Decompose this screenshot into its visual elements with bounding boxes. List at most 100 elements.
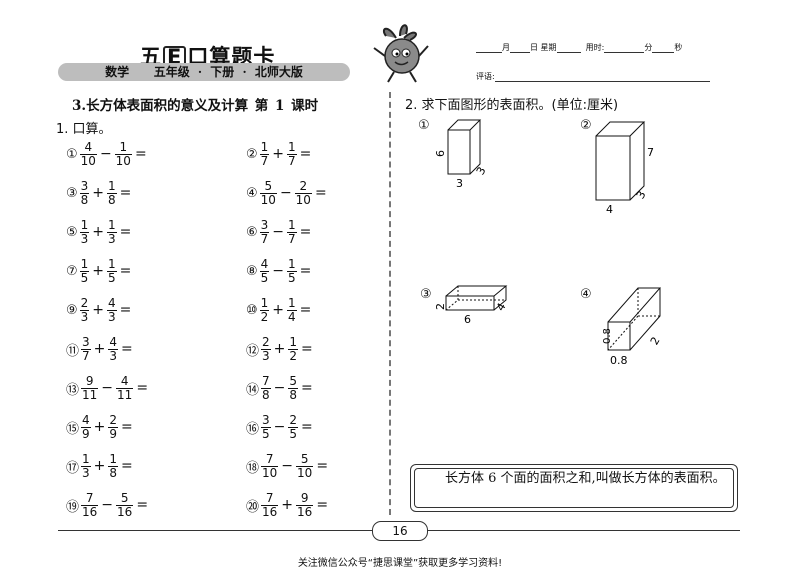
figure1-number: ① [418,118,430,133]
operator: − [281,458,294,474]
note-text: 长方体 6 个面的面积之和,叫做长方体的表面积。 [445,471,726,486]
grade-label: 五年级 [153,65,190,79]
operator: + [93,458,106,474]
problem-number: ⑤ [66,224,78,240]
comment-field[interactable] [494,72,710,82]
figure2-width: 3 [634,189,649,202]
equals-sign: = [136,380,149,396]
definition-note: 长方体 6 个面的面积之和,叫做长方体的表面积。 [410,464,738,512]
equals-sign: = [316,497,329,513]
problem-number: ⑬ [66,382,80,398]
operator: − [273,419,286,435]
subject-label: 数学 [105,65,130,79]
figure1-cuboid: 6 3 3 [436,119,489,190]
problem-number: ⑱ [246,460,260,476]
problem-number: ⑪ [66,343,80,359]
problem-number: ⑨ [66,302,78,318]
equals-sign: = [301,380,313,396]
date-time-fields: 月日 星期 用时:分秒 [476,42,682,53]
figure2-cuboid: 7 4 3 [595,121,654,216]
month-field[interactable] [476,43,502,53]
weekday-field[interactable] [556,43,581,53]
footer-text: 关注微信公众号“捷思课堂”获取更多学习资料! [297,558,503,569]
problem-number: ⑯ [246,421,260,437]
figure3-length: 6 [464,313,471,326]
operator: + [281,497,294,513]
problem-number: ⑧ [246,263,258,279]
equals-sign: = [121,458,133,474]
subject-bar [58,63,350,81]
figure1-height: 6 [436,150,447,157]
equals-sign: = [119,302,132,318]
equals-sign: = [121,419,133,435]
operator: − [279,185,292,201]
operator: + [92,185,105,201]
problem-number: ⑫ [246,343,260,359]
figure4-number: ④ [580,287,592,302]
minute-field[interactable] [604,43,645,53]
problem-number: ⑰ [66,460,80,476]
equals-sign: = [316,458,329,474]
equals-sign: = [299,302,312,318]
day-field[interactable] [510,43,530,53]
operator: + [273,341,286,357]
edition-label: 北师大版 [254,65,303,79]
column-divider [389,92,391,515]
operator: + [92,263,105,279]
figure4-width: 2 [648,335,663,348]
equals-sign: = [299,146,312,162]
equals-sign: = [119,185,132,201]
operator: − [101,380,114,396]
second-field[interactable] [652,43,675,53]
figure4-height: 0.8 [602,328,613,344]
operator: − [99,146,112,162]
figure3-height: 2 [434,303,447,310]
figure2-number: ② [580,118,592,133]
figure3-number: ③ [420,287,432,302]
term-label: 下册 [210,65,235,79]
problem-number: ③ [66,185,78,201]
problem-number: ⑳ [246,499,260,515]
